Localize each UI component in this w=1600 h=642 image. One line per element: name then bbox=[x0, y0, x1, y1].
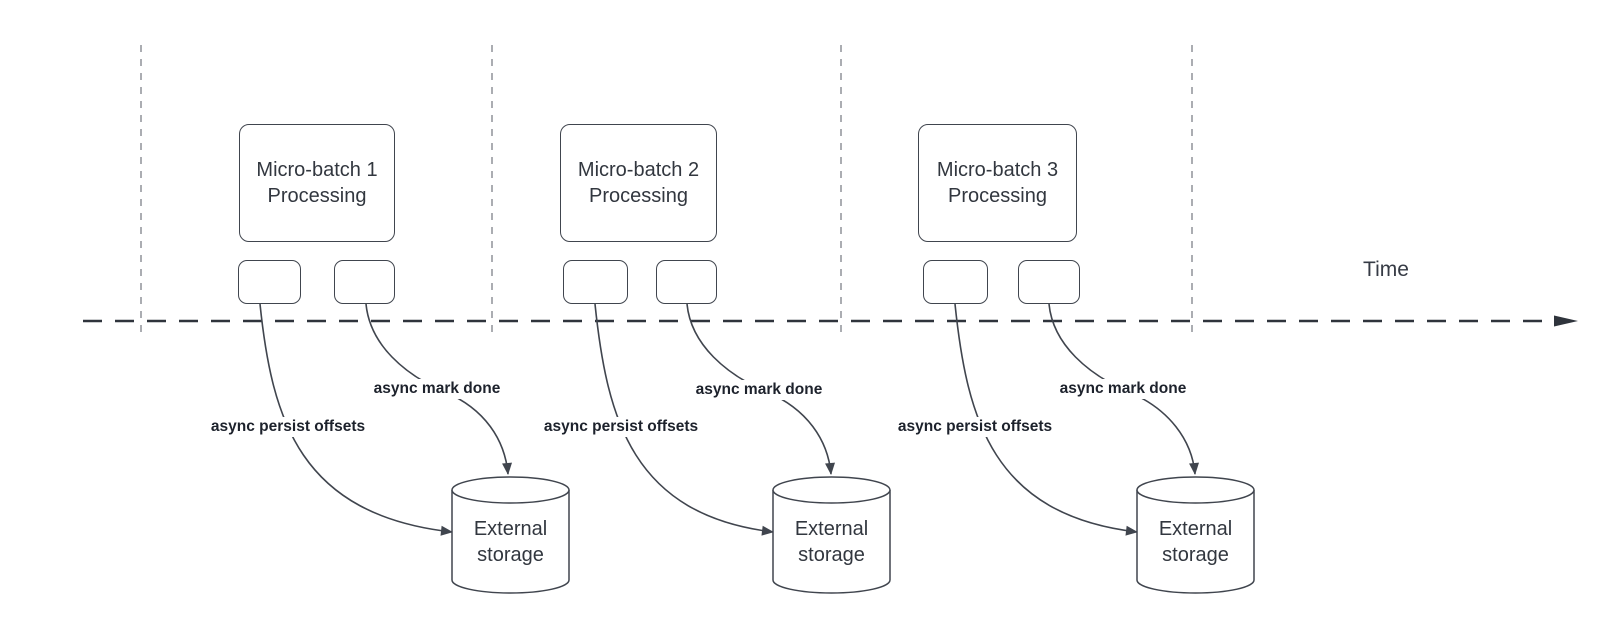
external-storage-cylinder-1 bbox=[451, 476, 570, 594]
persist-offsets-task-box-2 bbox=[563, 260, 628, 304]
micro-batch-2-label-line2: Processing bbox=[589, 185, 688, 207]
mark-done-task-box-2 bbox=[656, 260, 717, 304]
persist-offsets-task-box-1 bbox=[238, 260, 301, 304]
mark-done-label-1: async mark done bbox=[370, 379, 504, 399]
micro-batch-3-label-line1: Micro-batch 3 bbox=[936, 159, 1059, 181]
time-axis-arrowhead bbox=[1554, 315, 1578, 327]
persist-offsets-label-2: async persist offsets bbox=[540, 417, 702, 437]
persist-offsets-arrow-1 bbox=[259, 303, 453, 536]
mark-done-task-box-1 bbox=[334, 260, 395, 304]
mark-done-label-3: async mark done bbox=[1056, 379, 1190, 399]
persist-offsets-arrow-3 bbox=[954, 303, 1138, 536]
micro-batch-3-label-line2: Processing bbox=[948, 185, 1047, 207]
time-label: Time bbox=[1363, 258, 1409, 281]
persist-offsets-label-1: async persist offsets bbox=[207, 417, 369, 437]
persist-offsets-label-3: async persist offsets bbox=[894, 417, 1056, 437]
storage-label-3: External storage bbox=[1158, 518, 1233, 566]
mark-done-task-box-3 bbox=[1018, 260, 1080, 304]
micro-batch-2-label-line1: Micro-batch 2 bbox=[577, 159, 700, 181]
external-storage-cylinder-2 bbox=[772, 476, 891, 594]
micro-batch-1-label-line1: Micro-batch 1 bbox=[256, 159, 378, 181]
storage-label-1: External storage bbox=[473, 518, 548, 566]
storage-label-2: External storage bbox=[794, 518, 869, 566]
micro-batch-1-box: Micro-batch 1 Processing bbox=[239, 124, 395, 242]
persist-offsets-task-box-3 bbox=[923, 260, 988, 304]
persist-offsets-arrow-2 bbox=[594, 303, 774, 536]
external-storage-cylinder-3 bbox=[1136, 476, 1255, 594]
micro-batch-1-label-line2: Processing bbox=[267, 185, 367, 207]
micro-batch-2-box: Micro-batch 2 Processing bbox=[560, 124, 717, 242]
mark-done-label-2: async mark done bbox=[692, 380, 826, 400]
micro-batch-3-box: Micro-batch 3 Processing bbox=[918, 124, 1077, 242]
